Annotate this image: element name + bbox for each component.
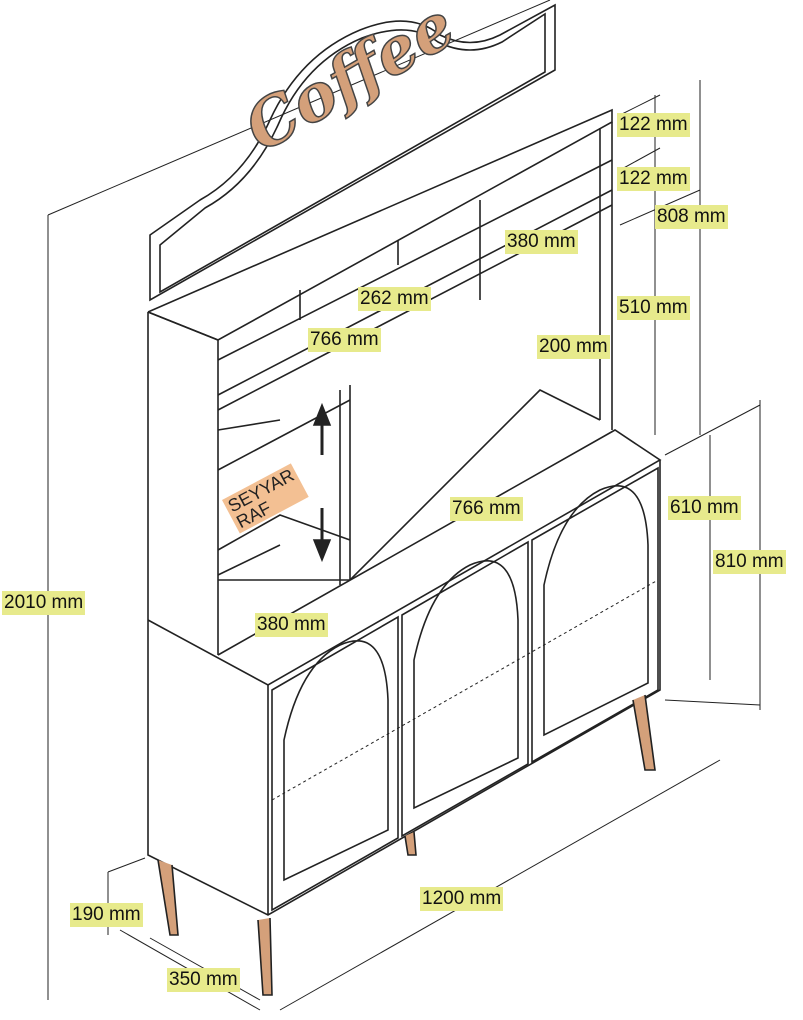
- door-3: [531, 466, 659, 764]
- cabinet-top: [147, 429, 662, 686]
- leg-front-left: [157, 859, 179, 936]
- dim-upper-width: 766 mm: [308, 328, 381, 352]
- dim-upper-compartment-width: 380 mm: [505, 230, 578, 254]
- dim-upper-depth: 200 mm: [537, 335, 610, 359]
- hutch-shelves: [217, 159, 613, 471]
- dim-top-shelf-1: 122 mm: [617, 113, 690, 137]
- dim-shelf-height: 510 mm: [617, 296, 690, 320]
- dim-cabinet-height: 810 mm: [713, 550, 786, 574]
- hutch-back-edge: [218, 389, 601, 581]
- door-1: [271, 615, 399, 912]
- dim-total-width: 1200 mm: [420, 887, 504, 911]
- sign-outline: [149, 3, 556, 302]
- hutch-middle-divider: [217, 385, 351, 585]
- dim-cabinet-inner-height: 610 mm: [668, 496, 741, 520]
- dim-upper-height: 808 mm: [655, 205, 728, 229]
- leg-back-right: [632, 694, 656, 771]
- dim-total-height: 2010 mm: [2, 591, 86, 615]
- dim-top-shelf-2: 122 mm: [617, 167, 690, 191]
- hutch-back-right: [599, 122, 613, 430]
- sign-inner: [159, 12, 546, 294]
- dim-counter-depth: 380 mm: [255, 613, 328, 637]
- door-2: [401, 540, 529, 838]
- dim-counter-width: 766 mm: [450, 497, 523, 521]
- leg-front-right: [257, 917, 273, 996]
- leg-back-mid: [404, 831, 417, 856]
- dim-middle-compartment-width: 262 mm: [358, 287, 431, 311]
- dim-leg-height: 190 mm: [70, 903, 143, 927]
- cabinet-body: [147, 460, 661, 916]
- inner-shelf: [271, 579, 659, 801]
- hutch-left-side: [147, 311, 219, 655]
- dim-total-depth: 350 mm: [167, 968, 240, 992]
